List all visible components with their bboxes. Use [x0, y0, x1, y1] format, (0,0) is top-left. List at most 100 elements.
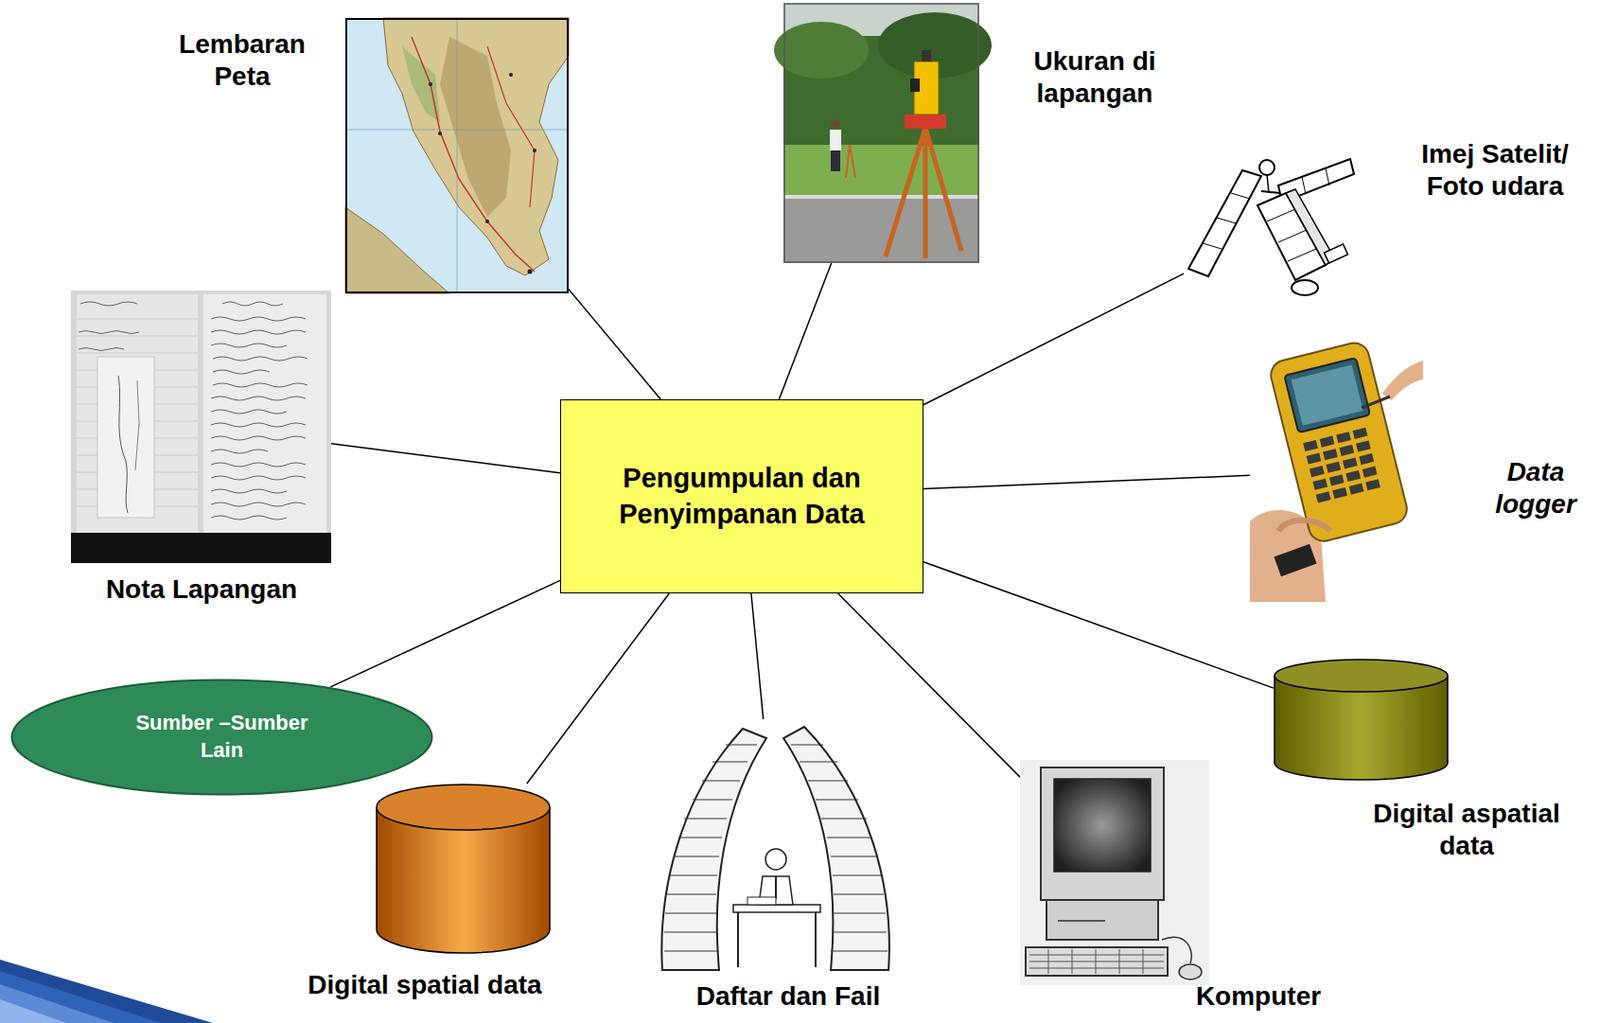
- cylinder-top: [376, 784, 550, 830]
- survey-photo-part: [830, 150, 841, 172]
- connector-line: [778, 263, 831, 400]
- computer-illustration-part-part: [1029, 967, 1164, 969]
- connector-stroke: [751, 593, 764, 720]
- computer-illustration-part-part: [1048, 949, 1050, 974]
- computer-illustration-part: [1178, 964, 1202, 980]
- files-cartoon-part: [733, 904, 821, 913]
- process-box: Pengumpulan dan Penyimpanan Data: [560, 399, 924, 594]
- files-cartoon-part-part: [821, 818, 867, 820]
- data-logger-photo-part: [1278, 520, 1331, 531]
- field-notes-photo-part-part: [210, 515, 287, 520]
- files-cartoon-part-part: [664, 931, 718, 933]
- ellipse-shape: [12, 680, 433, 795]
- connector-stroke: [778, 263, 831, 400]
- connector-stroke: [838, 593, 1020, 777]
- database-cylinder: Digital spatial data: [375, 783, 551, 954]
- ellipse-text: Sumber –Sumber Lain: [127, 709, 317, 764]
- field-notes-photo-part: [76, 294, 198, 533]
- field-notes-photo-part: [203, 294, 327, 533]
- connector-line: [751, 593, 764, 720]
- satellite-drawing-part: [1323, 244, 1348, 264]
- connector-line: [923, 474, 1250, 489]
- field-notes-photo-part-part: [212, 383, 308, 387]
- survey-photo-part: [885, 127, 926, 257]
- computer-illustration-part: [1019, 759, 1210, 985]
- corner-decoration-part: [0, 984, 114, 1023]
- map-illustration-part: [345, 207, 450, 294]
- files-cartoon-part: [783, 726, 890, 970]
- map-illustration: [345, 17, 569, 294]
- field-notes-photo-part-part: [210, 462, 306, 467]
- field-notes-photo-part: [118, 375, 128, 513]
- map-illustration-part: [346, 18, 568, 293]
- satellite-drawing-part: [1230, 193, 1250, 199]
- satellite-drawing-part: [1259, 159, 1275, 176]
- field-notes-photo-part-part: [210, 475, 306, 480]
- data-logger-photo-part-part-part: [1322, 448, 1338, 460]
- field-notes-photo-part-part: [210, 330, 306, 335]
- field-notes-photo-part-part: [78, 331, 140, 335]
- survey-photo-part: [829, 129, 842, 151]
- files-cartoon-part: [664, 744, 888, 951]
- data-logger-photo-part-part: [1283, 357, 1371, 433]
- connector-line: [568, 289, 661, 400]
- data-logger-photo-part-part-part: [1329, 474, 1345, 486]
- connector-stroke: [568, 289, 661, 400]
- files-cartoon-part-part: [678, 837, 722, 839]
- map-illustration-part: [411, 36, 535, 272]
- data-logger-photo-part-part: [1291, 364, 1364, 425]
- satellite-drawing-part: [1278, 229, 1307, 243]
- files-cartoon-part-part: [684, 818, 727, 820]
- computer-illustration-part: [1161, 936, 1192, 964]
- cylinder-top: [1274, 659, 1448, 692]
- data-logger-photo-part-part-part: [1342, 457, 1358, 469]
- map-illustration-part: [457, 17, 458, 294]
- field-notes-photo-part-part: [210, 316, 306, 321]
- field-notes-photo-part-part: [212, 356, 308, 361]
- connector-line: [330, 580, 561, 686]
- data-logger-photo-part-part-part: [1306, 453, 1322, 465]
- data-logger-photo-part-part-part: [1345, 470, 1361, 482]
- computer-illustration-part-part: [1095, 949, 1097, 974]
- data-logger-photo-part-part-part: [1332, 487, 1348, 499]
- files-cartoon-part: [774, 876, 777, 899]
- survey-photo-part: [923, 127, 929, 259]
- files-cartoon-part: [661, 728, 767, 970]
- box-text: Pengumpulan dan Penyimpanan Data: [580, 460, 903, 532]
- files-node: Daftar dan Fail: [652, 719, 898, 970]
- field-notes-photo-part-part: [76, 318, 198, 320]
- data-logger-photo: [1249, 341, 1424, 602]
- files-cartoon-part-part: [692, 799, 733, 801]
- field-notes-photo-part-part: [210, 422, 306, 427]
- data-logger-photo-part-part: [1302, 427, 1381, 504]
- field-notes-photo-part-part: [210, 343, 287, 348]
- field-notes-photo-part: [78, 301, 308, 520]
- cylinder-outline: [375, 783, 551, 954]
- map-illustration-part: [438, 131, 442, 136]
- ellipse-outline: [10, 678, 434, 796]
- files-cartoon-part-part: [833, 913, 886, 915]
- corner-decoration-part: [0, 959, 213, 1023]
- files-cartoon-part-part: [712, 761, 748, 763]
- map-illustration-part: [345, 129, 569, 131]
- files-cartoon-part-part: [725, 744, 757, 746]
- computer-illustration-part: [1057, 919, 1106, 922]
- satellite-drawing-part: [1287, 248, 1317, 262]
- computer-illustration-part-part: [1142, 949, 1144, 974]
- data-logger-photo-part-part-part: [1312, 478, 1328, 491]
- data-logger-photo-part: [1382, 360, 1424, 401]
- field-notes-photo-part-part: [210, 436, 306, 440]
- data-logger-photo-part-part-part: [1353, 427, 1369, 440]
- files-cartoon-part-part: [673, 856, 720, 858]
- data-logger-photo-part-part-part: [1339, 444, 1355, 457]
- connector-stroke: [331, 443, 561, 474]
- computer-illustration-part: [1040, 767, 1164, 900]
- computer-illustration-part-part: [1072, 949, 1073, 974]
- field-notes-photo-part-part: [210, 489, 287, 493]
- field-notes-photo-part-part: [80, 301, 138, 306]
- connector-stroke: [330, 580, 561, 686]
- files-cartoon-part-part: [833, 894, 884, 896]
- connector-stroke: [527, 593, 669, 784]
- connector-line: [838, 593, 1020, 777]
- notes-node: Nota Lapangan: [70, 290, 332, 563]
